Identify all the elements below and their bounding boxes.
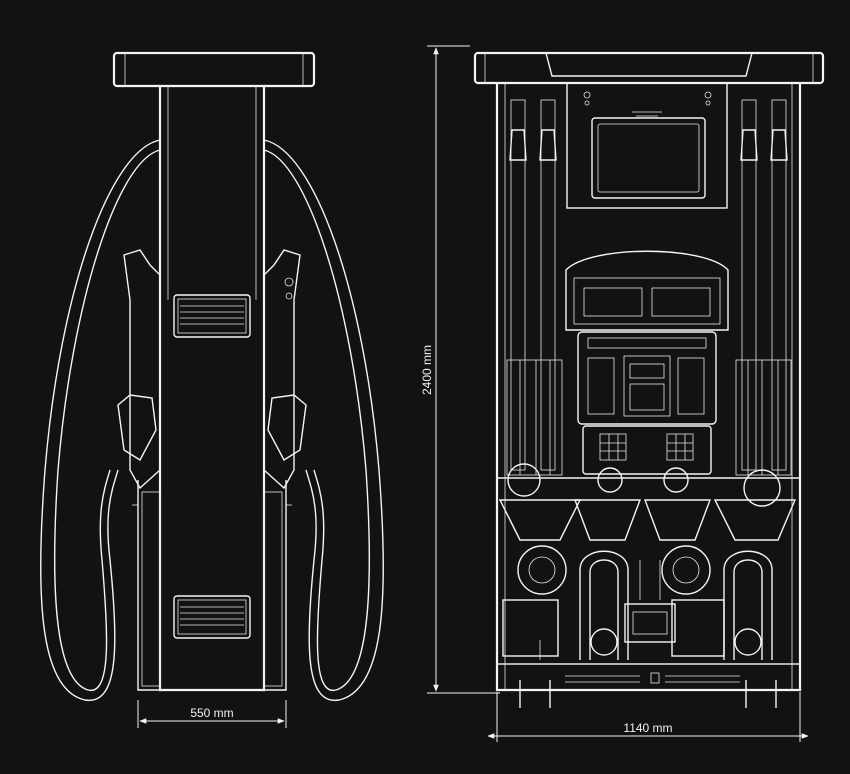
keypads — [582, 425, 712, 475]
front-width-label: 1140 mm — [623, 721, 672, 735]
height-dimension: 2400 mm — [420, 45, 500, 694]
side-view — [40, 51, 384, 701]
main-screen — [566, 82, 728, 209]
lower-vent — [173, 595, 251, 639]
nozzle-columns — [506, 99, 792, 476]
height-label: 2400 mm — [420, 345, 434, 395]
upper-vent — [173, 294, 251, 338]
base-plinth — [496, 663, 801, 708]
side-width-label: 550 mm — [190, 706, 233, 720]
front-view — [473, 51, 825, 708]
front-width-dimension: 1140 mm — [487, 692, 809, 742]
hydraulic-section — [497, 463, 800, 660]
control-panel — [577, 331, 717, 425]
side-width-dimension: 550 mm — [137, 700, 287, 728]
price-display — [565, 250, 729, 331]
